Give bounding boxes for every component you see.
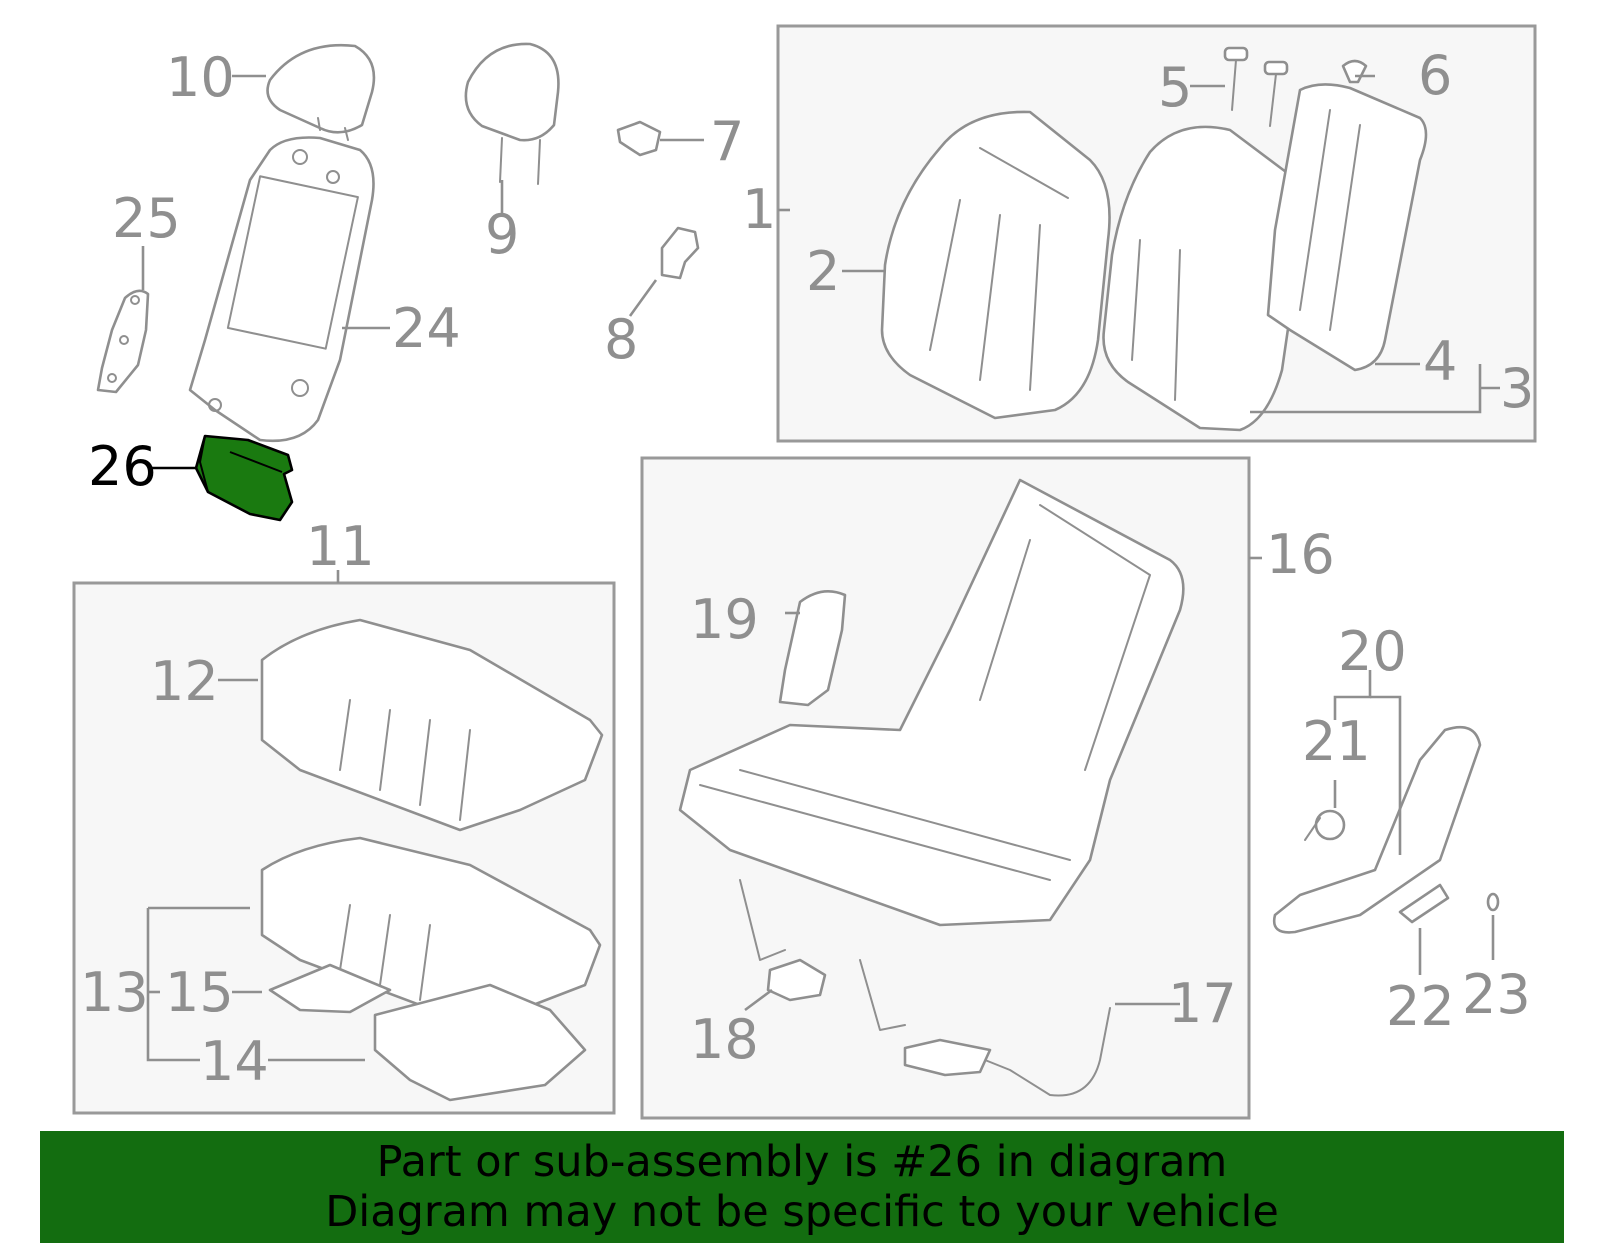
bracket-25 <box>96 289 150 394</box>
headrest-10 <box>266 43 376 141</box>
module-18 <box>766 958 827 1002</box>
bolt-5 <box>1223 46 1289 127</box>
callout-1: 1 <box>742 178 776 241</box>
seatback-frame-24 <box>188 136 375 443</box>
callout-17: 17 <box>1168 972 1237 1035</box>
callout-20: 20 <box>1338 620 1407 683</box>
callout-10: 10 <box>166 46 235 109</box>
callout-18: 18 <box>690 1008 759 1071</box>
banner-line-disclaimer: Diagram may not be specific to your vehi… <box>325 1187 1279 1237</box>
info-banner: Part or sub-assembly is #26 in diagram D… <box>40 1131 1564 1243</box>
callout-19: 19 <box>690 588 759 651</box>
highlighted-part-26 <box>194 434 294 522</box>
callout-3: 3 <box>1500 357 1534 420</box>
callout-25: 25 <box>112 187 181 250</box>
callout-6: 6 <box>1418 44 1452 107</box>
cushion-cover-12 <box>260 618 604 832</box>
trim-22 <box>1398 883 1450 924</box>
clip-7 <box>616 120 662 157</box>
callout-22: 22 <box>1386 975 1455 1038</box>
callout-11: 11 <box>306 515 375 578</box>
callout-21: 21 <box>1302 710 1371 773</box>
side-cover-20 <box>1272 725 1482 934</box>
callout-14: 14 <box>200 1030 269 1093</box>
banner-line-part: Part or sub-assembly is #26 in diagram <box>376 1137 1228 1187</box>
seat-frame-16 <box>678 478 1185 1031</box>
callout-12: 12 <box>150 650 219 713</box>
cover-19 <box>778 589 847 707</box>
callout-23: 23 <box>1462 963 1531 1026</box>
knob-21 <box>1304 809 1346 841</box>
seatback-pad-4 <box>1266 83 1428 372</box>
callout-13: 13 <box>80 961 149 1024</box>
callout-9: 9 <box>485 203 519 266</box>
callout-8: 8 <box>604 308 638 371</box>
harness-17 <box>903 1007 1111 1097</box>
callout-15: 15 <box>165 961 234 1024</box>
callout-5: 5 <box>1158 56 1192 119</box>
seatback-cover-3 <box>1102 125 1303 432</box>
seatback-cover-2 <box>880 110 1111 420</box>
callout-24: 24 <box>392 297 461 360</box>
callout-26: 26 <box>88 435 157 498</box>
callout-16: 16 <box>1266 523 1335 586</box>
callout-2: 2 <box>806 240 840 303</box>
leader-lines <box>141 74 1500 1062</box>
headrest-9 <box>464 42 560 185</box>
heater-mat-14 <box>373 983 587 1102</box>
clip-23 <box>1486 892 1500 912</box>
callout-7: 7 <box>710 110 744 173</box>
bracket-8 <box>660 226 700 280</box>
heater-15 <box>268 963 392 1014</box>
callout-4: 4 <box>1423 330 1457 393</box>
